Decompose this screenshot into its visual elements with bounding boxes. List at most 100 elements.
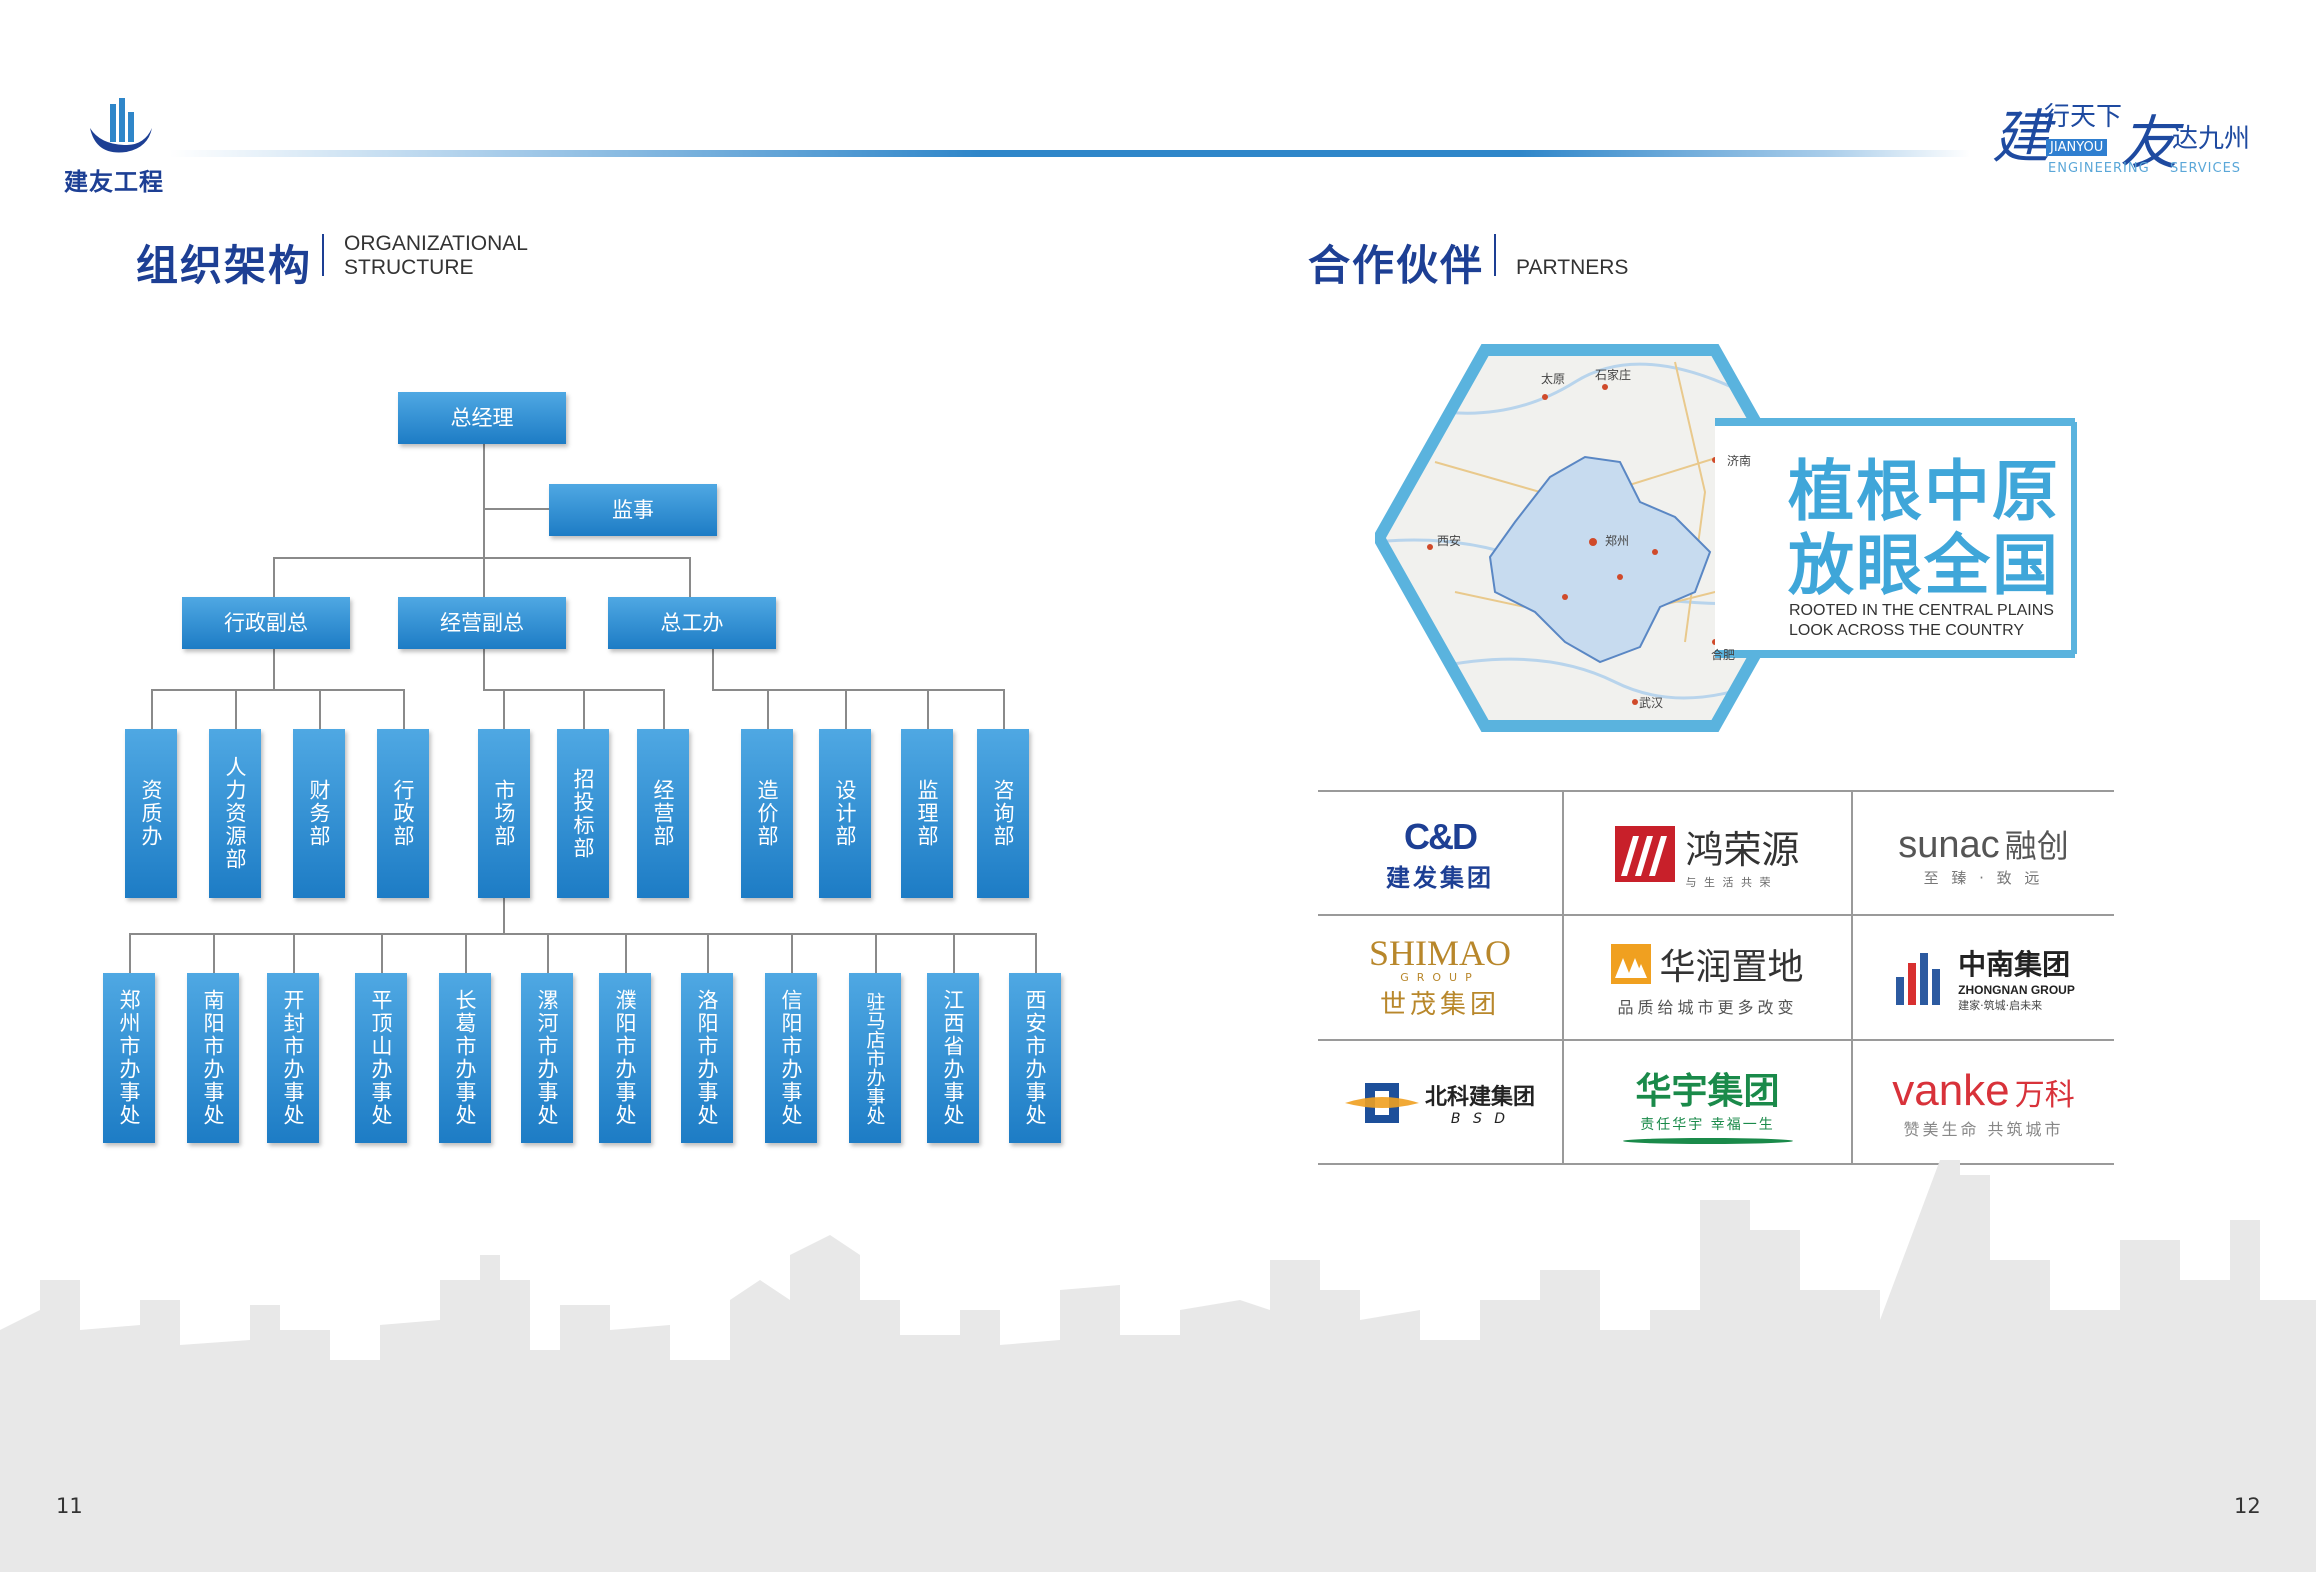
map-city-label: 武汉 bbox=[1639, 696, 1664, 710]
connector-deputies-bar bbox=[273, 557, 690, 559]
huayu-swoosh-icon bbox=[1622, 1138, 1793, 1144]
slogan-char-jian: 建 bbox=[1992, 103, 2051, 171]
org-node-office: 洛阳市办事处 bbox=[681, 973, 733, 1143]
partner-name: 华润置地 bbox=[1659, 947, 1804, 988]
connector-dept-5 bbox=[503, 689, 505, 729]
connector-biz-bar-ext bbox=[483, 689, 505, 691]
partners-grid: C&D 建发集团 鸿荣源 与 生 活 共 荣 sunac 融创 至 臻 · 致 … bbox=[1318, 790, 2114, 1165]
partner-tagline: 品质给城市更多改变 bbox=[1617, 998, 1798, 1017]
slogan-char-you: 友 bbox=[2120, 109, 2179, 177]
org-node-department: 行政部 bbox=[377, 729, 429, 898]
connector-dept-3 bbox=[319, 689, 321, 729]
map-slogan-line-2: 放眼全国 bbox=[1788, 527, 2060, 604]
connector-office-4 bbox=[381, 933, 383, 973]
henan-map-graphic bbox=[1375, 344, 2077, 732]
connector-office-1 bbox=[129, 933, 131, 973]
connector-dept-9 bbox=[845, 689, 847, 729]
grid-line bbox=[1318, 1163, 2114, 1165]
partner-logo-cd: C&D 建发集团 bbox=[1318, 792, 1562, 916]
partner-tagline: 责任华宇 幸福一生 bbox=[1640, 1117, 1775, 1133]
connector-offices-trunk bbox=[503, 898, 505, 934]
city-skyline-graphic bbox=[0, 1160, 2316, 1572]
partner-mark: sunac bbox=[1898, 823, 2000, 866]
page-number-left: 11 bbox=[56, 1494, 83, 1518]
connector-office-9 bbox=[791, 933, 793, 973]
map-city-label: 合肥 bbox=[1711, 648, 1736, 662]
connector-biz-trunk bbox=[483, 648, 485, 690]
org-node-department: 造价部 bbox=[741, 729, 793, 898]
slogan-part-2: 达九州 bbox=[2172, 124, 2251, 154]
org-node-general-manager: 总经理 bbox=[398, 392, 566, 444]
hongrongyuan-emblem-icon bbox=[1615, 826, 1676, 882]
partner-name: 融创 bbox=[2004, 826, 2069, 865]
map-city-label: 石家庄 bbox=[1595, 368, 1632, 382]
company-logo-icon bbox=[90, 98, 152, 153]
bsd-emblem-icon bbox=[1344, 1083, 1419, 1123]
map-slogan-en-line-2: LOOK ACROSS THE COUNTRY bbox=[1789, 622, 2025, 639]
connector-eng-bar bbox=[712, 689, 1005, 691]
connector-dept-4 bbox=[403, 689, 405, 729]
connector-offices-bar bbox=[129, 933, 1037, 935]
partner-tagline: 赞美生命 共筑城市 bbox=[1903, 1120, 2064, 1139]
partner-logo-zhongnan: 中南集团 ZHONGNAN GROUP 建家·筑城·启未来 bbox=[1853, 916, 2114, 1040]
partner-tagline: ZHONGNAN GROUP bbox=[1958, 983, 2075, 997]
slogan-en-left: ENGINEERING bbox=[2048, 161, 2150, 176]
org-node-department: 经营部 bbox=[637, 729, 689, 898]
org-node-department: 招投标部 bbox=[557, 729, 609, 898]
map-city-label: 郑州 bbox=[1605, 534, 1630, 548]
connector-eng-trunk bbox=[712, 648, 714, 690]
partner-tagline: GROUP bbox=[1400, 971, 1480, 984]
grid-line bbox=[1851, 790, 1853, 1165]
map-slogan-en-line-1: ROOTED IN THE CENTRAL PLAINS bbox=[1789, 602, 2054, 619]
partner-name: 建发集团 bbox=[1386, 863, 1494, 892]
connector-root-trunk bbox=[483, 444, 485, 558]
partner-mark: C&D bbox=[1404, 815, 1478, 857]
org-node-department: 咨询部 bbox=[977, 729, 1029, 898]
partner-name: 鸿荣源 bbox=[1685, 827, 1800, 872]
org-node-office: 漯河市办事处 bbox=[521, 973, 573, 1143]
partner-mark: SHIMAO bbox=[1368, 933, 1511, 973]
partner-logo-huayu: 华宇集团 责任华宇 幸福一生 bbox=[1564, 1041, 1851, 1165]
org-section-title: 组织架构 bbox=[136, 241, 313, 290]
org-node-office: 信阳市办事处 bbox=[765, 973, 817, 1143]
grid-line bbox=[1318, 1039, 2114, 1041]
org-node-office: 长葛市办事处 bbox=[439, 973, 491, 1143]
org-node-office: 江西省办事处 bbox=[927, 973, 979, 1143]
map-city-label: 济南 bbox=[1727, 454, 1752, 468]
org-subtitle-line-2: STRUCTURE bbox=[344, 256, 474, 279]
connector-deputy-1 bbox=[273, 557, 275, 597]
connector-dept-2 bbox=[235, 689, 237, 729]
partner-logo-sunac: sunac 融创 至 臻 · 致 远 bbox=[1853, 792, 2114, 916]
connector-supervisor bbox=[483, 508, 549, 510]
map-city-label: 西安 bbox=[1437, 534, 1462, 548]
org-node-deputy-business: 经营副总 bbox=[398, 597, 566, 649]
connector-dept-6 bbox=[583, 689, 585, 729]
org-node-office: 郑州市办事处 bbox=[103, 973, 155, 1143]
org-node-department: 人力资源部 bbox=[209, 729, 261, 898]
org-node-supervisor: 监事 bbox=[549, 484, 717, 536]
zhongnan-emblem-icon bbox=[1896, 953, 1941, 1005]
partner-name: 华宇集团 bbox=[1635, 1071, 1780, 1112]
partner-name: 北科建集团 bbox=[1424, 1085, 1535, 1110]
connector-dept-8 bbox=[767, 689, 769, 729]
map-city-label: 太原 bbox=[1541, 372, 1566, 386]
connector-office-2 bbox=[213, 933, 215, 973]
map-slogan-line-1: 植根中原 bbox=[1788, 453, 2060, 530]
org-node-office: 驻马店市办事处 bbox=[849, 973, 901, 1143]
partner-tagline: 至 臻 · 致 远 bbox=[1923, 868, 2044, 887]
org-node-office: 西安市办事处 bbox=[1009, 973, 1061, 1143]
org-node-department: 市场部 bbox=[478, 729, 530, 898]
connector-office-10 bbox=[875, 933, 877, 973]
connector-office-11 bbox=[953, 933, 955, 973]
partner-logo-hongrongyuan: 鸿荣源 与 生 活 共 荣 bbox=[1564, 792, 1851, 916]
partner-logo-shimao: SHIMAO GROUP 世茂集团 bbox=[1318, 916, 1562, 1040]
connector-deputy-3 bbox=[689, 557, 691, 597]
partners-section-subtitle: PARTNERS bbox=[1516, 256, 1629, 279]
connector-dept-1 bbox=[151, 689, 153, 729]
partners-title-divider bbox=[1494, 234, 1496, 276]
connector-dept-10 bbox=[927, 689, 929, 729]
grid-line bbox=[1318, 790, 2114, 792]
connector-office-6 bbox=[547, 933, 549, 973]
org-node-department: 财务部 bbox=[293, 729, 345, 898]
grid-line bbox=[1562, 790, 1564, 1165]
